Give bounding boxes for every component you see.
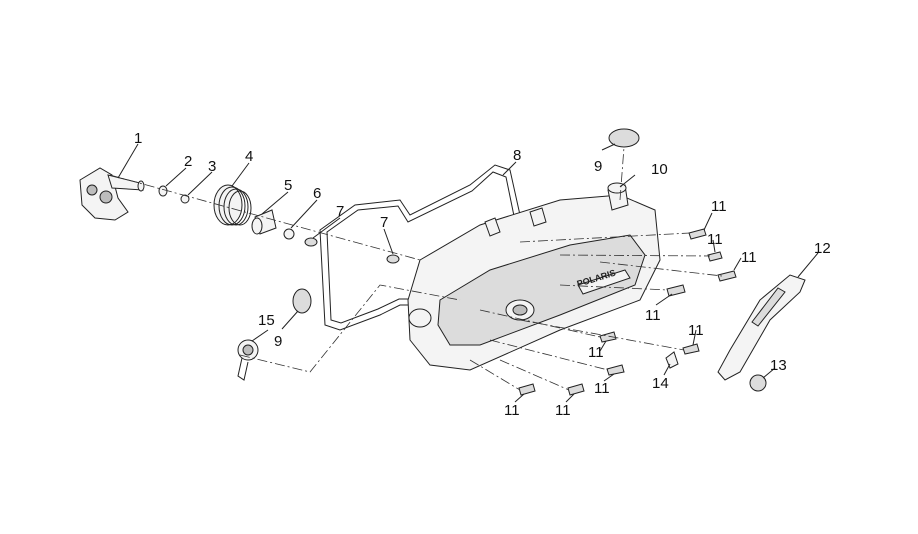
callout-15: 15 bbox=[258, 312, 275, 329]
callout-11h: 11 bbox=[504, 402, 520, 419]
circlip-part-3 bbox=[180, 194, 190, 204]
callout-11e: 11 bbox=[688, 322, 704, 339]
callout-labels: 1 2 3 4 5 6 7 7 8 9 9 10 11 11 11 11 11 … bbox=[134, 130, 831, 419]
clutch-cover-part-10 bbox=[407, 182, 661, 371]
callout-11b: 11 bbox=[707, 231, 723, 248]
bushing-part-5 bbox=[251, 209, 277, 235]
callout-4: 4 bbox=[245, 148, 253, 165]
rubber-cap-part-13 bbox=[749, 374, 767, 392]
callout-11d: 11 bbox=[645, 307, 661, 324]
kick-starter-gear-part-1 bbox=[79, 167, 145, 221]
callout-leaders bbox=[117, 143, 819, 403]
callout-5: 5 bbox=[284, 177, 292, 194]
dowel-pin-part-7b bbox=[386, 254, 400, 264]
callout-7-lower: 7 bbox=[380, 214, 388, 231]
callout-10: 10 bbox=[651, 161, 668, 178]
callout-2: 2 bbox=[184, 153, 192, 170]
callout-7-upper: 7 bbox=[336, 203, 344, 220]
clip-part-14 bbox=[665, 351, 679, 369]
kick-lever-part-12 bbox=[717, 274, 806, 381]
callout-8: 8 bbox=[513, 147, 521, 164]
assembly-centerlines bbox=[109, 146, 723, 391]
callout-11g: 11 bbox=[594, 380, 610, 397]
dowel-pin-part-7a bbox=[304, 237, 318, 247]
bolt-part-11-group bbox=[518, 228, 737, 396]
callout-12: 12 bbox=[814, 240, 831, 257]
callout-3: 3 bbox=[208, 158, 216, 175]
washer-part-6 bbox=[283, 228, 295, 240]
drain-plug-part-15 bbox=[237, 339, 259, 381]
spring-part-4 bbox=[213, 184, 252, 226]
callout-11c: 11 bbox=[741, 249, 757, 266]
callout-11a: 11 bbox=[711, 198, 727, 215]
callout-14: 14 bbox=[652, 375, 669, 392]
cap-part-9-left bbox=[292, 288, 312, 314]
washer-part-2 bbox=[158, 185, 168, 197]
callout-9-top: 9 bbox=[594, 158, 602, 175]
cap-part-9-top bbox=[608, 128, 640, 148]
callout-1: 1 bbox=[134, 130, 142, 147]
callout-13: 13 bbox=[770, 357, 787, 374]
callout-9-left: 9 bbox=[274, 333, 282, 350]
callout-11f: 11 bbox=[588, 344, 604, 361]
callout-11i: 11 bbox=[555, 402, 571, 419]
callout-6: 6 bbox=[313, 185, 321, 202]
